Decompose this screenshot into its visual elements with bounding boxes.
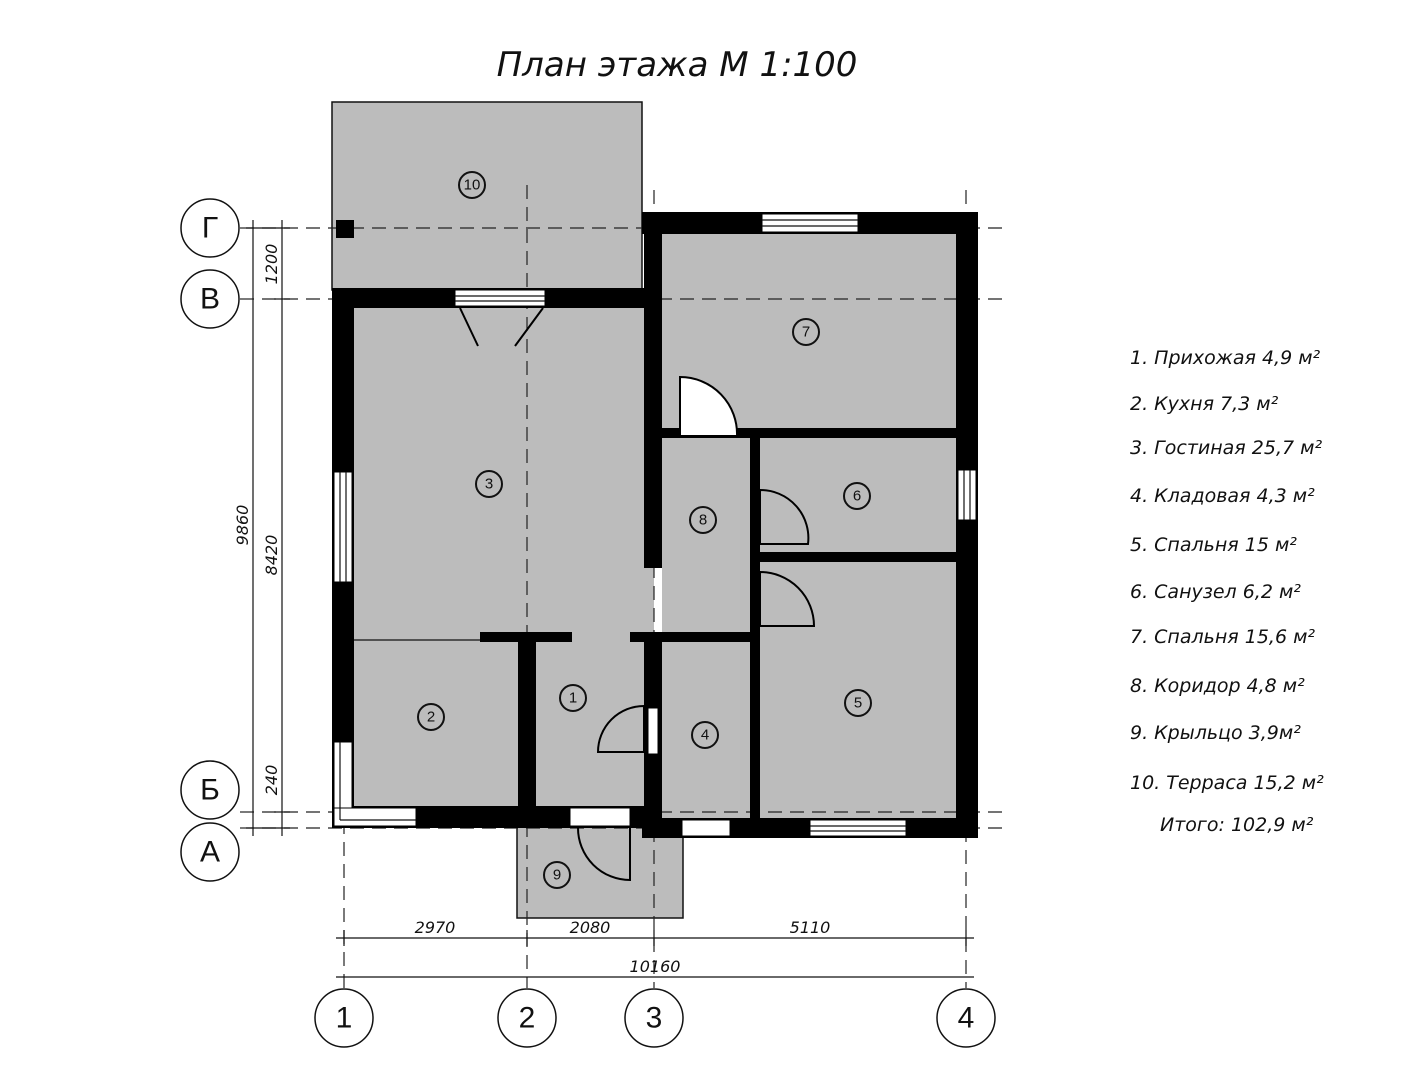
dim-5110: 5110 xyxy=(790,918,831,937)
svg-text:3: 3 xyxy=(485,476,493,493)
axis-label-g: Г xyxy=(202,212,218,245)
axis-label-2: 2 xyxy=(519,1002,536,1035)
legend-item: 6. Санузел 6,2 м² xyxy=(1130,581,1301,603)
legend-total: Итого: 102,9 м² xyxy=(1160,814,1314,836)
legend-item: 2. Кухня 7,3 м² xyxy=(1130,393,1279,415)
legend-item: 4. Кладовая 4,3 м² xyxy=(1130,485,1315,507)
doors xyxy=(459,307,816,882)
row-axis-bubbles: Г В Б А xyxy=(180,198,240,882)
windows xyxy=(333,213,977,837)
dim-240: 240 xyxy=(262,765,281,796)
svg-text:9: 9 xyxy=(553,867,561,884)
room-marker-6: 6 xyxy=(843,482,871,510)
svg-text:6: 6 xyxy=(853,488,861,505)
room-marker-10: 10 xyxy=(458,171,486,199)
dim-1200: 1200 xyxy=(262,244,281,285)
svg-text:8: 8 xyxy=(699,512,707,529)
svg-text:7: 7 xyxy=(802,324,810,341)
room-marker-5: 5 xyxy=(844,689,872,717)
room-legend: 1. Прихожая 4,9 м² 2. Кухня 7,3 м² 3. Го… xyxy=(1130,347,1324,836)
room-fills xyxy=(331,101,956,919)
svg-text:4: 4 xyxy=(701,727,709,744)
svg-text:2: 2 xyxy=(427,709,435,726)
living-kitchen-area xyxy=(354,308,654,806)
legend-item: 7. Спальня 15,6 м² xyxy=(1130,626,1315,648)
axis-label-1: 1 xyxy=(336,1002,353,1035)
room-marker-1: 1 xyxy=(559,684,587,712)
legend-item: 3. Гостиная 25,7 м² xyxy=(1130,437,1322,459)
axis-label-b: Б xyxy=(200,774,220,807)
dim-8420: 8420 xyxy=(262,535,281,576)
plan-title: План этажа М 1:100 xyxy=(497,45,858,85)
room-marker-9: 9 xyxy=(543,861,571,889)
svg-text:1: 1 xyxy=(569,690,577,707)
dimension-lines xyxy=(246,220,974,978)
axis-label-v: В xyxy=(200,283,220,316)
right-block-area xyxy=(662,234,956,818)
room-marker-7: 7 xyxy=(792,318,820,346)
dim-2970: 2970 xyxy=(415,918,456,937)
svg-text:10: 10 xyxy=(464,177,481,194)
dim-9860: 9860 xyxy=(233,505,252,546)
axis-label-a: А xyxy=(200,836,220,869)
axis-label-4: 4 xyxy=(958,1002,975,1035)
terrace-area xyxy=(331,101,643,291)
svg-text:5: 5 xyxy=(854,695,862,712)
legend-item: 10. Терраса 15,2 м² xyxy=(1130,772,1324,794)
legend-item: 9. Крыльцо 3,9м² xyxy=(1130,722,1301,744)
dim-2080: 2080 xyxy=(570,918,611,937)
room-marker-8: 8 xyxy=(689,506,717,534)
legend-item: 8. Коридор 4,8 м² xyxy=(1130,675,1305,697)
legend-item: 5. Спальня 15 м² xyxy=(1130,534,1297,556)
room-marker-2: 2 xyxy=(417,703,445,731)
room-marker-4: 4 xyxy=(691,721,719,749)
dim-10160: 10160 xyxy=(630,957,681,976)
room-markers: 1 2 3 4 5 6 7 8 9 10 xyxy=(417,171,872,889)
axis-label-3: 3 xyxy=(646,1002,663,1035)
room-marker-3: 3 xyxy=(475,470,503,498)
column-axis-bubbles: 1 2 3 4 xyxy=(314,988,996,1048)
porch-area xyxy=(516,825,684,919)
legend-item: 1. Прихожая 4,9 м² xyxy=(1130,347,1321,369)
